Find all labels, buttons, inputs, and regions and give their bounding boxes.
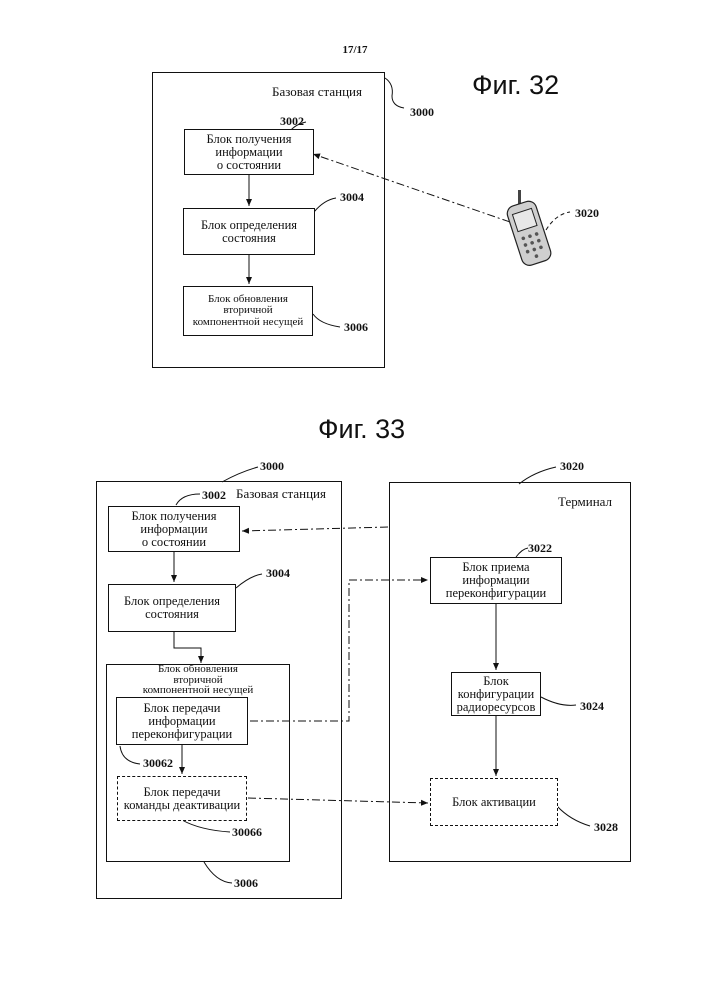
fig33-radio-resource-config-block: Блок конфигурации радиоресурсов	[451, 672, 541, 716]
fig33-ref-3028: 3028	[594, 820, 618, 835]
fig33-state-info-block: Блок получения информации о состоянии	[108, 506, 240, 552]
fig33-ref-3022: 3022	[528, 541, 552, 556]
fig32-ref-3002: 3002	[280, 114, 304, 129]
fig33-reconfig-info-receive-block: Блок приема информации переконфигурации	[430, 557, 562, 604]
mobile-phone-icon	[506, 188, 554, 268]
fig33-ref-3004: 3004	[266, 566, 290, 581]
fig33-terminal-label: Терминал	[558, 494, 612, 510]
fig33-ref-3000: 3000	[260, 459, 284, 474]
page-number: 17/17	[330, 44, 380, 56]
fig33-deactivation-command-transmit-block: Блок передачи команды деактивации	[117, 776, 247, 821]
fig32-ref-3000: 3000	[410, 105, 434, 120]
fig33-reconfig-info-transmit-block: Блок передачи информации переконфигураци…	[116, 697, 248, 745]
fig32-state-info-block: Блок получения информации о состоянии	[184, 129, 314, 175]
fig33-ref-3024: 3024	[580, 699, 604, 714]
fig33-ref-3002: 3002	[202, 488, 226, 503]
fig33-ref-30062: 30062	[143, 756, 173, 771]
fig32-base-station-label: Базовая станция	[272, 84, 362, 100]
fig33-ref-30066: 30066	[232, 825, 262, 840]
fig32-title: Фиг. 32	[472, 70, 559, 101]
fig32-ref-3020: 3020	[575, 206, 599, 221]
fig33-ref-3020: 3020	[560, 459, 584, 474]
fig32-state-determination-block: Блок определения состояния	[183, 208, 315, 255]
fig32-ref-3006: 3006	[344, 320, 368, 335]
fig32-leader-3000	[385, 78, 404, 108]
fig33-title: Фиг. 33	[318, 414, 405, 445]
fig33-secondary-carrier-update-label: Блок обновления вторичной компонентной н…	[110, 664, 286, 696]
fig33-state-determination-block: Блок определения состояния	[108, 584, 236, 632]
fig33-base-station-label: Базовая станция	[236, 486, 326, 502]
fig32-ref-3004: 3004	[340, 190, 364, 205]
fig32-secondary-carrier-update-block: Блок обновления вторичной компонентной н…	[183, 286, 313, 336]
fig33-activation-block: Блок активации	[430, 778, 558, 826]
fig33-ref-3006: 3006	[234, 876, 258, 891]
fig33-leader-3000	[222, 467, 258, 482]
